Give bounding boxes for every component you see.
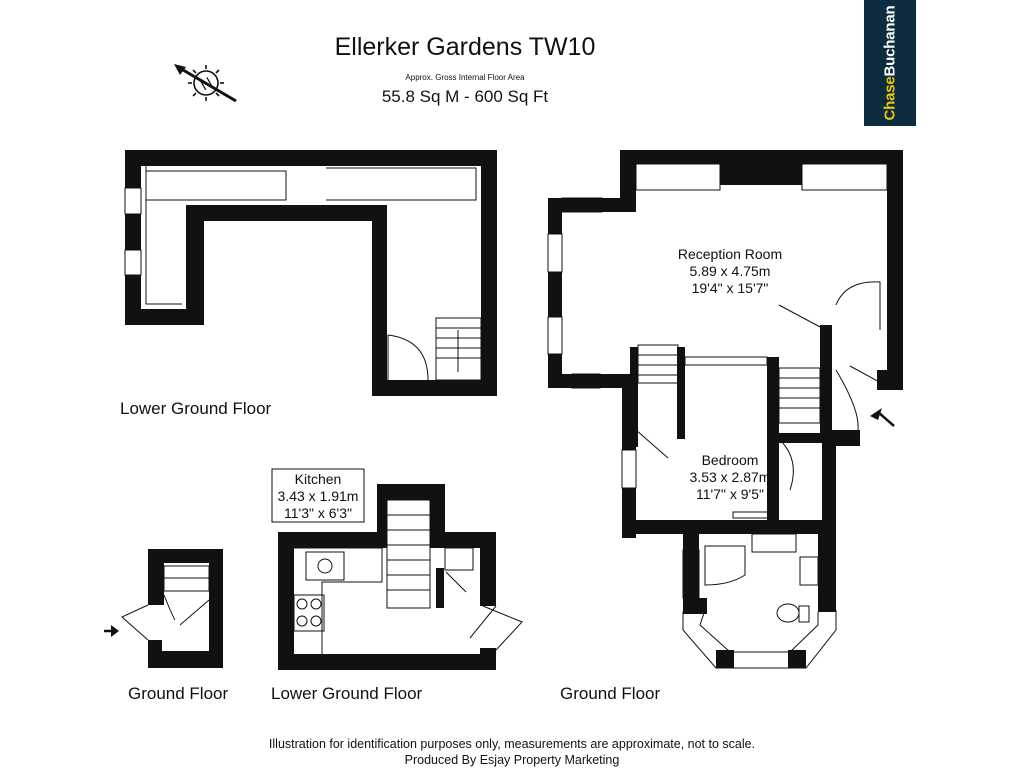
- disclaimer-text: Illustration for identification purposes…: [268, 737, 756, 751]
- lower-ground-floor-bottom-plan: [278, 484, 496, 670]
- producer-credit: Produced By Esjay Property Marketing: [404, 753, 620, 767]
- entrance-arrow-icon: [870, 408, 882, 420]
- floor-label-lower-ground-bottom: Lower Ground Floor: [271, 684, 423, 703]
- plan-title: Ellerker Gardens TW10: [334, 33, 596, 61]
- plan-subtitle: Approx. Gross Internal Floor Area: [405, 73, 525, 82]
- ground-floor-main-plan: [548, 150, 903, 668]
- reception-room-label: Reception Room 5.89 x 4.75m 19'4" x 15'7…: [677, 246, 783, 296]
- ground-floor-small-plan: [148, 549, 223, 668]
- north-compass-icon: N: [174, 64, 237, 103]
- lower-ground-floor-top-plan: [125, 150, 497, 396]
- floor-label-lower-ground-top: Lower Ground Floor: [120, 399, 272, 418]
- floor-label-ground-small: Ground Floor: [128, 684, 229, 703]
- brand-logo: ChaseBuchanan: [864, 0, 916, 126]
- floor-area: 55.8 Sq M - 600 Sq Ft: [381, 87, 549, 106]
- bedroom-label: Bedroom 3.53 x 2.87m 11'7" x 9'5": [689, 452, 771, 502]
- kitchen-label: Kitchen 3.43 x 1.91m 11'3" x 6'3": [277, 471, 359, 521]
- floor-label-ground-main: Ground Floor: [560, 684, 661, 703]
